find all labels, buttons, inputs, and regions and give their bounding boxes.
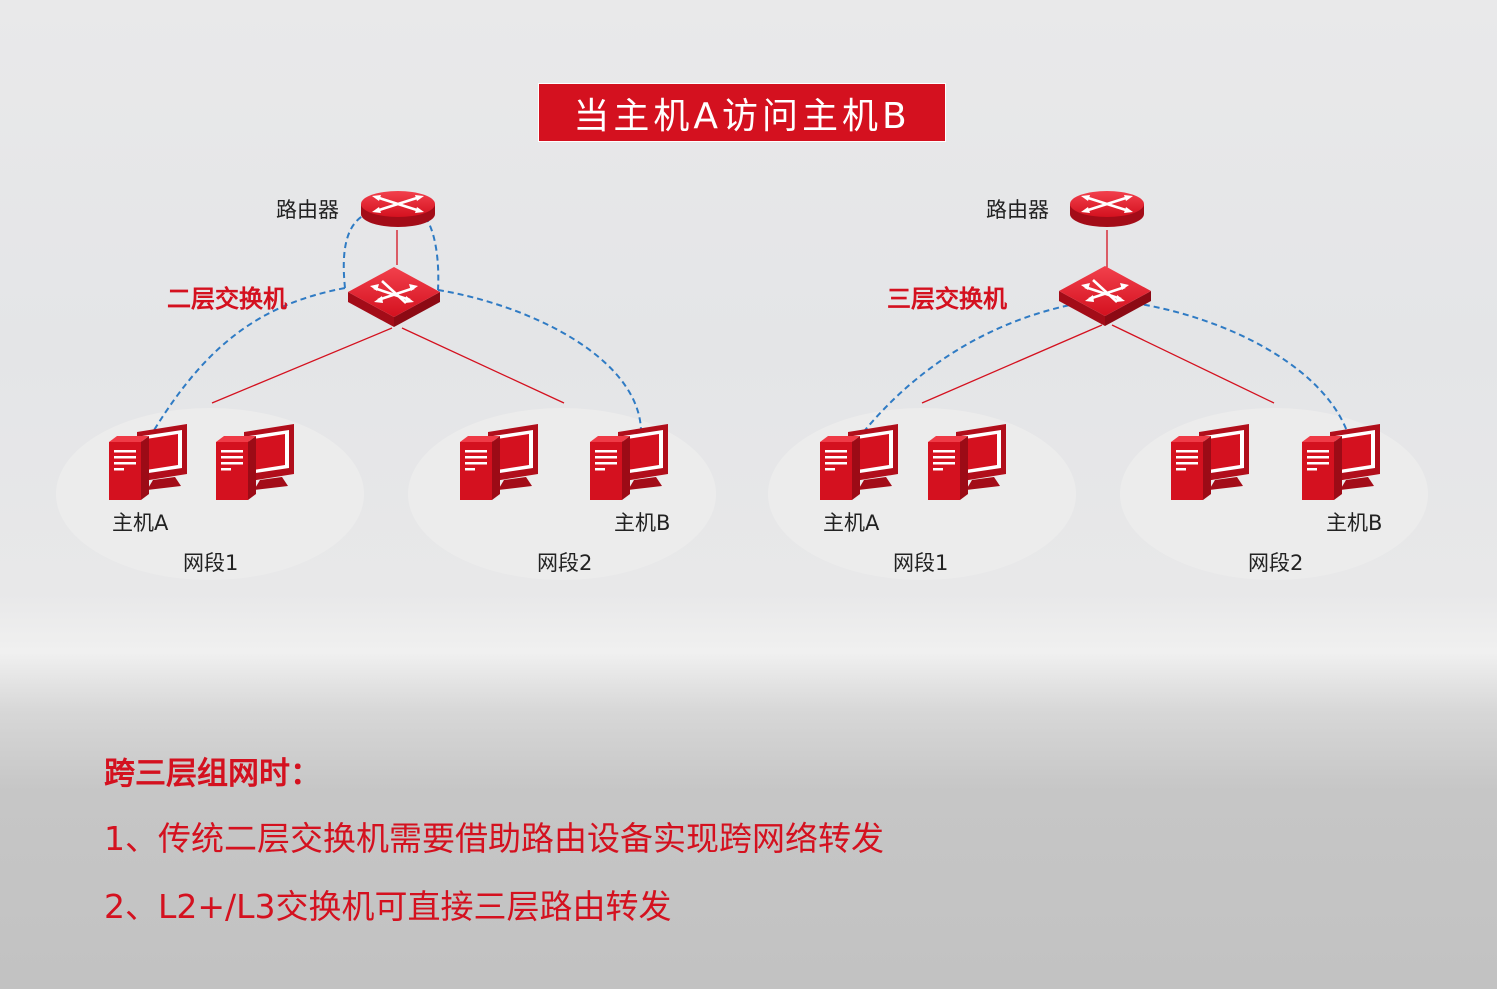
bottom-heading: 跨三层组网时： xyxy=(104,756,321,792)
right-host-a-label: 主机A xyxy=(823,511,880,535)
left-links xyxy=(211,230,565,404)
left-host-a-label: 主机A xyxy=(112,511,169,535)
left-segment1-label: 网段1 xyxy=(183,551,239,575)
right-router-label: 路由器 xyxy=(986,198,1049,222)
page-title: 当主机A访问主机B xyxy=(538,83,946,142)
left-router-icon xyxy=(359,189,437,229)
left-host-b-label: 主机B xyxy=(614,511,671,535)
right-segment2-label: 网段2 xyxy=(1248,551,1304,575)
right-host-b-label: 主机B xyxy=(1326,511,1383,535)
right-segment1-label: 网段1 xyxy=(893,551,949,575)
right-switch-icon xyxy=(1057,264,1153,328)
left-router-label: 路由器 xyxy=(276,198,339,222)
left-segment2-label: 网段2 xyxy=(537,551,593,575)
right-path-dashed xyxy=(856,302,1351,441)
left-switch-icon xyxy=(346,265,442,329)
left-switch-label: 二层交换机 xyxy=(167,285,287,313)
bottom-line-2: 2、L2+/L3交换机可直接三层路由转发 xyxy=(104,887,672,926)
right-router-icon xyxy=(1068,189,1146,229)
bottom-line-1: 1、传统二层交换机需要借助路由设备实现跨网络转发 xyxy=(104,819,884,858)
right-links xyxy=(921,230,1275,404)
right-switch-label: 三层交换机 xyxy=(887,285,1007,313)
